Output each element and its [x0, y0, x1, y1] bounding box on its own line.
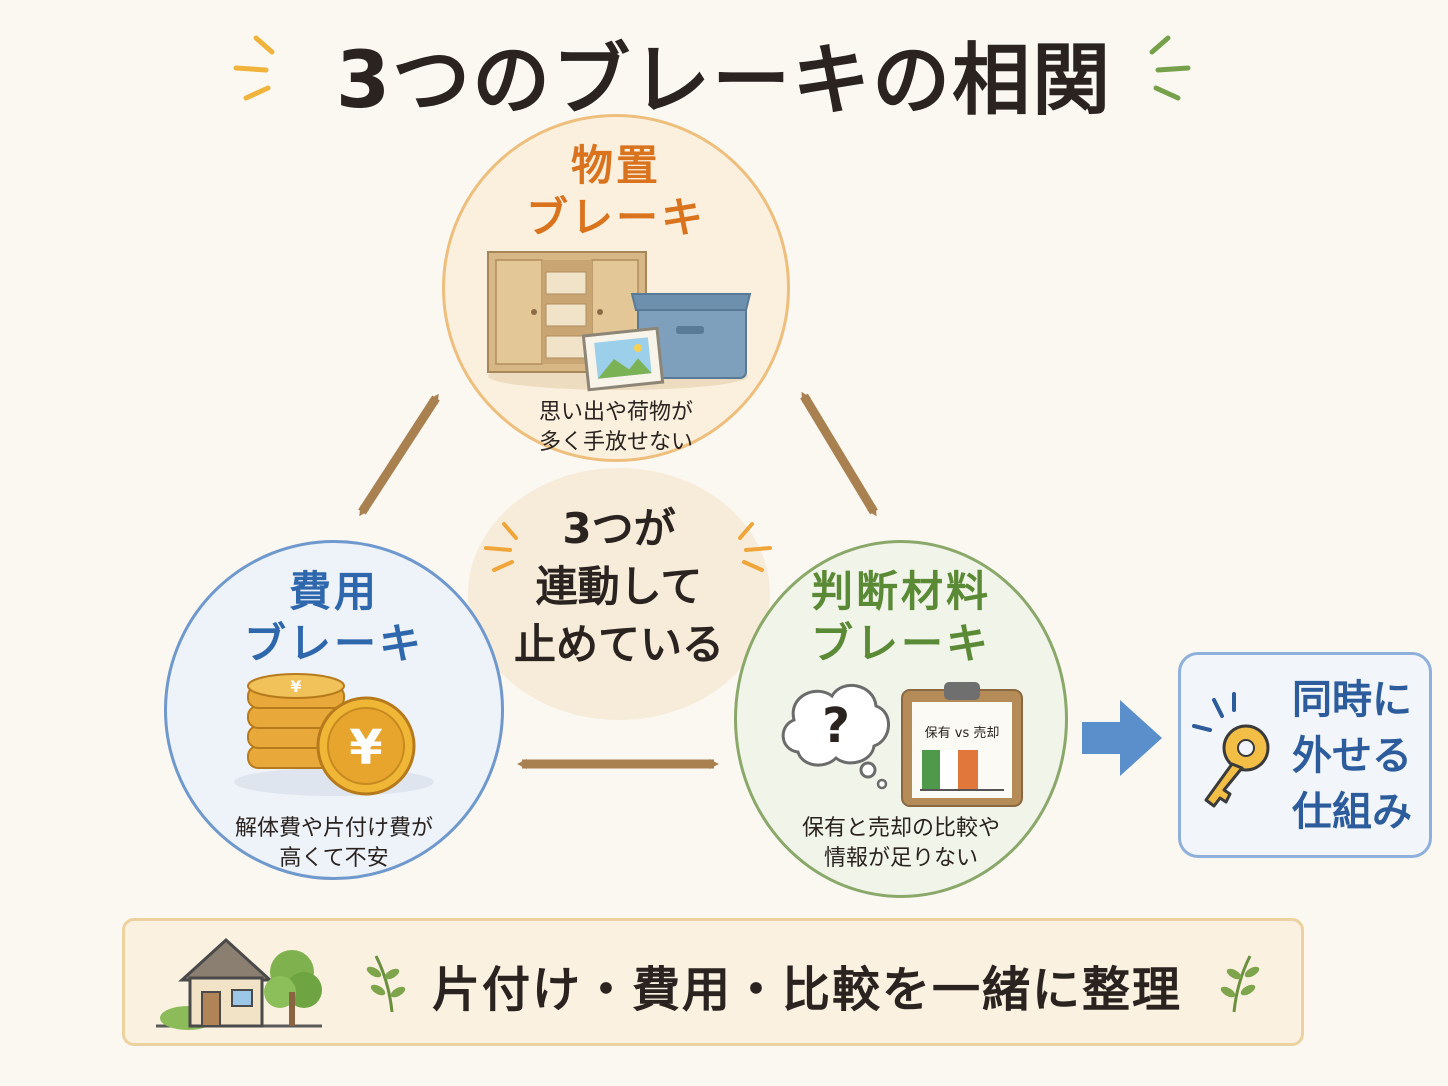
solution-text: 同時に 外せる 仕組み — [1282, 672, 1422, 840]
judgment-brake-desc-line1: 保有と売却の比較や — [801, 816, 1000, 841]
center-message-line3: 止めている — [513, 620, 724, 669]
storage-brake-title-line2: ブレーキ — [525, 193, 706, 242]
storage-brake-title-line1: 物置 — [570, 141, 661, 190]
solution-text-line3: 仕組み — [1292, 789, 1412, 835]
photo-frame-icon — [581, 326, 665, 392]
storage-cabinet-icon — [487, 251, 647, 373]
leaf-sprig-left-icon — [366, 955, 406, 1013]
right-arrow-icon — [1082, 700, 1162, 776]
cost-brake-desc: 解体費や片付け費が 高くて不安 — [164, 814, 504, 874]
center-message-line2: 連動して — [535, 562, 703, 611]
storage-illustration — [487, 251, 752, 392]
clipboard-label: 保有 vs 売却 — [924, 726, 1000, 741]
leaf-sprig-right-icon — [1220, 955, 1260, 1013]
cost-brake-title-line2: ブレーキ — [243, 619, 424, 668]
solution-text-line1: 同時に — [1292, 677, 1412, 723]
arrow-top-right — [800, 391, 878, 517]
page-title: 3つのブレーキの相関 — [335, 36, 1113, 126]
cost-brake-desc-line1: 解体費や片付け費が — [234, 816, 433, 841]
clipboard-chart-icon — [901, 682, 1023, 807]
storage-brake-title: 物置 ブレーキ — [442, 140, 790, 244]
storage-brake-desc-line2: 多く手放せない — [538, 430, 693, 455]
judgment-brake-title-line1: 判断材料 — [810, 567, 991, 616]
judgment-brake-desc: 保有と売却の比較や 情報が足りない — [734, 814, 1068, 874]
key-icon — [1192, 692, 1270, 808]
judgment-brake-title: 判断材料 ブレーキ — [734, 566, 1068, 670]
center-bubble — [468, 468, 770, 720]
house-icon — [156, 937, 322, 1030]
storage-brake-desc: 思い出や荷物が 多く手放せない — [442, 398, 790, 458]
svg-text:?: ? — [822, 698, 850, 754]
judgment-brake-desc-line2: 情報が足りない — [823, 846, 978, 871]
sparkle-right-icon — [1149, 35, 1191, 101]
svg-text:¥: ¥ — [349, 720, 382, 776]
question-cloud-icon: ? — [781, 684, 890, 790]
tree-icon — [264, 950, 322, 1026]
judgment-brake-title-line2: ブレーキ — [810, 619, 991, 668]
storage-box-icon — [630, 293, 752, 379]
center-message-line1: 3つが — [562, 504, 676, 553]
sparkle-center-left-icon — [484, 522, 518, 572]
cost-brake-desc-line2: 高くて不安 — [279, 846, 389, 871]
solution-box — [1178, 652, 1432, 858]
storage-brake-desc-line1: 思い出や荷物が — [538, 400, 693, 425]
center-message: 3つが 連動して 止めている — [468, 500, 770, 674]
svg-text:¥: ¥ — [290, 677, 301, 696]
yen-coins-icon: ¥ ¥ — [234, 673, 434, 796]
arrow-top-left — [358, 393, 440, 517]
summary-banner-text: 片付け・費用・比較を一緒に整理 — [431, 962, 1182, 1018]
cost-brake-title: 費用 ブレーキ — [164, 566, 504, 670]
cost-brake-title-line1: 費用 — [288, 567, 379, 616]
solution-text-line2: 外せる — [1292, 733, 1412, 779]
sparkle-left-icon — [233, 35, 275, 101]
sparkle-center-right-icon — [738, 522, 772, 572]
